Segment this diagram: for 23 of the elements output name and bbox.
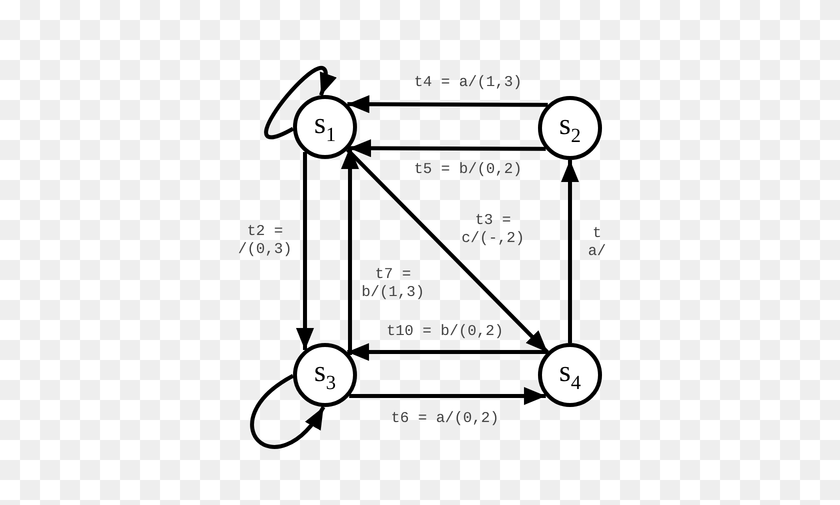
arrow (347, 95, 548, 114)
edge-label: t3 = c/(-,2) (462, 212, 524, 248)
edge-label: t5 = b/(0,2) (412, 161, 523, 179)
edge-label: t10 = b/(0,2) (386, 323, 504, 341)
arrow (561, 160, 579, 343)
state-circle (538, 96, 602, 160)
self-loop-arrow (250, 374, 326, 449)
arrow (349, 387, 546, 405)
self-loop-arrow (264, 66, 336, 139)
state-label: s$_{3}$ (314, 357, 336, 393)
state-label: s$_{1}$ (314, 109, 336, 145)
state-label: s$_{2}$ (559, 110, 581, 146)
state-circle (538, 343, 602, 407)
arrow (349, 139, 546, 158)
edge-label: t4 = a/(1,3) (412, 74, 523, 92)
arrow (296, 152, 314, 350)
arrow (346, 148, 549, 354)
edge-label: t6 = a/(0,2) (390, 410, 500, 428)
state-label: s$_{4}$ (559, 357, 581, 393)
edge-label: t a/ (588, 225, 606, 261)
arrow (347, 343, 548, 361)
edge-label: t7 = b/(1,3) (362, 266, 424, 302)
edge-label: t2 = /(0,3) (238, 223, 292, 259)
